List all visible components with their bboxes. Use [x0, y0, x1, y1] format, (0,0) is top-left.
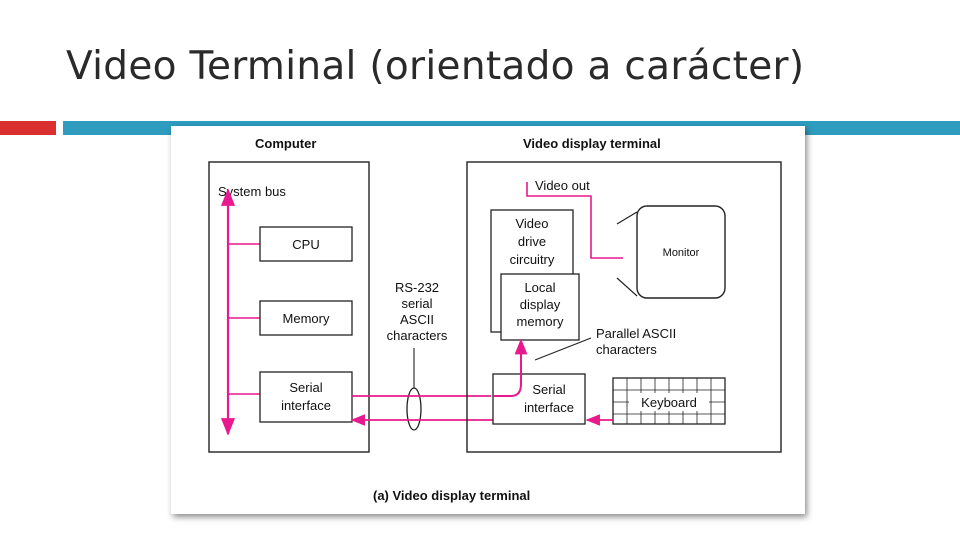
video-drive-label-1: Video	[515, 216, 548, 231]
video-out-label: Video out	[535, 178, 590, 193]
video-drive-label-3: circuitry	[510, 252, 555, 267]
monitor-edge-bottom	[616, 277, 638, 297]
terminal-serial-label-2: interface	[524, 400, 574, 415]
accent-bar-red	[0, 121, 56, 135]
computer-serial-box	[259, 371, 353, 423]
local-memory-label-1: Local	[524, 280, 555, 295]
rs232-label-3: ASCII	[400, 312, 434, 327]
parallel-ascii-label-2: characters	[596, 342, 657, 357]
terminal-box	[466, 161, 782, 453]
slide-title: Video Terminal (orientado a carácter)	[66, 44, 805, 89]
cable-bundle	[406, 387, 422, 431]
terminal-serial-box	[492, 373, 586, 425]
video-out-line	[526, 182, 623, 259]
diagram-caption: (a) Video display terminal	[373, 488, 530, 503]
monitor-label: Monitor	[663, 247, 700, 259]
rs232-label-4: characters	[387, 328, 448, 343]
local-memory-label-2: display	[520, 297, 561, 312]
terminal-serial-label-1: Serial	[532, 382, 565, 397]
cpu-label: CPU	[292, 237, 319, 252]
rs232-label-1: RS-232	[395, 280, 439, 295]
local-memory-label-3: memory	[517, 314, 564, 329]
computer-serial-label-1: Serial	[289, 380, 322, 395]
keyboard-label-bg	[629, 393, 709, 411]
terminal-title: Video display terminal	[523, 136, 661, 151]
serial-to-memory-path	[493, 338, 528, 397]
monitor-screen	[636, 205, 726, 299]
rs232-label-2: serial	[401, 296, 432, 311]
terminal-diagram-svg: Computer System bus CPU Memory Serial in…	[208, 136, 782, 503]
computer-box	[208, 161, 370, 453]
memory-label: Memory	[283, 311, 330, 326]
memory-box	[259, 300, 353, 336]
parallel-ascii-leader	[534, 337, 592, 361]
computer-serial-label-2: interface	[281, 398, 331, 413]
keyboard-label: Keyboard	[641, 395, 697, 410]
diagram-image: Computer System bus CPU Memory Serial in…	[171, 126, 805, 514]
cpu-box	[259, 226, 353, 262]
video-drive-label-2: drive	[518, 234, 546, 249]
parallel-ascii-label-1: Parallel ASCII	[596, 326, 676, 341]
monitor-edge-top	[616, 211, 638, 225]
computer-title: Computer	[255, 136, 316, 151]
local-memory-box	[500, 273, 580, 341]
system-bus-label: System bus	[218, 184, 286, 199]
